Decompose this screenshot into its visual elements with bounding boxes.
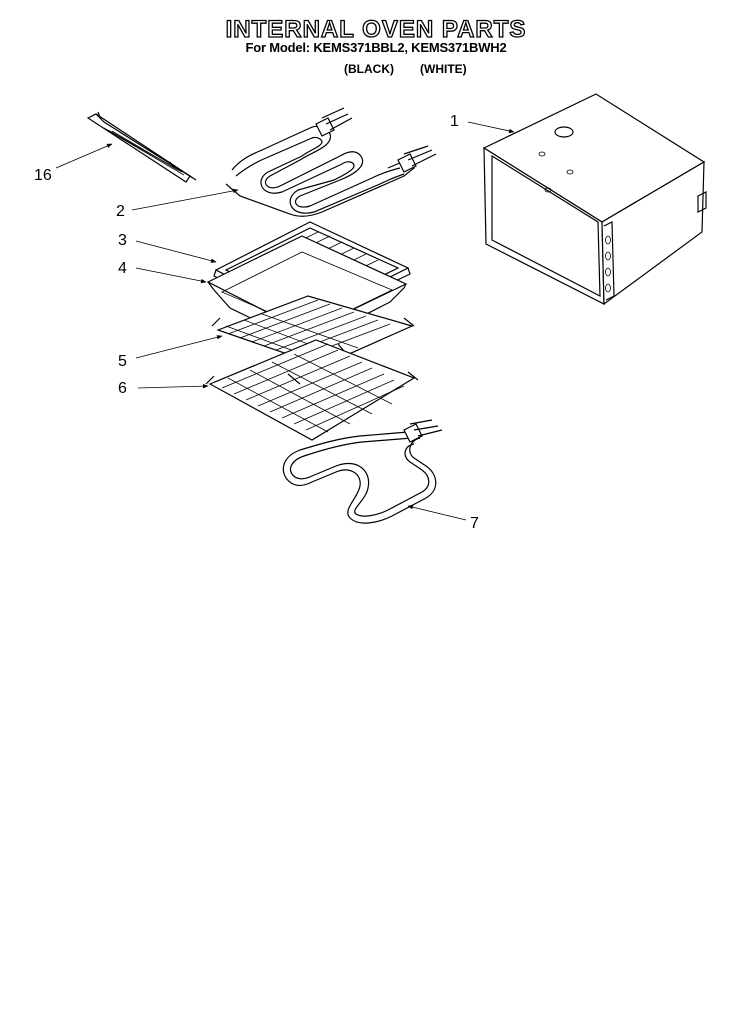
- callout-7: 7: [470, 515, 479, 532]
- callout-3: 3: [118, 232, 127, 249]
- diagram-title: INTERNAL OVEN PARTS: [225, 15, 527, 43]
- callout-6: 6: [118, 380, 127, 397]
- part-16-vent-bracket: [86, 111, 197, 183]
- part-7-bake-element: [282, 419, 443, 524]
- variant-white-label: (WHITE): [420, 62, 467, 76]
- part-1-oven-cavity: [482, 93, 707, 306]
- part-2-broil-element: [225, 107, 437, 217]
- callout-1: 1: [450, 113, 459, 130]
- leader-arrows: [55, 121, 515, 521]
- part-6-lower-rack: [205, 339, 419, 441]
- callout-2: 2: [116, 203, 125, 220]
- callout-4: 4: [118, 260, 127, 277]
- model-numbers: For Model: KEMS371BBL2, KEMS371BWH2: [245, 40, 507, 55]
- callout-5: 5: [118, 353, 127, 370]
- callout-16: 16: [34, 167, 52, 184]
- variant-black-label: (BLACK): [344, 62, 394, 76]
